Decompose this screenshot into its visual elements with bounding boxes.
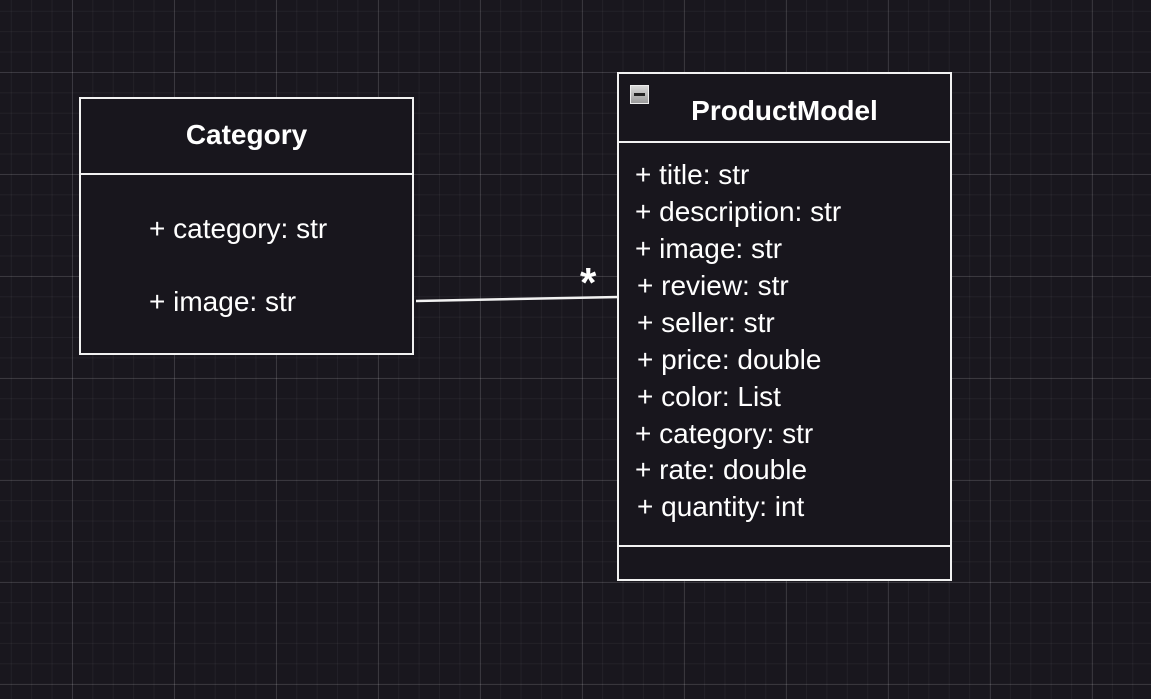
attribute: + description: str (635, 196, 842, 227)
attribute: + rate: double (635, 454, 808, 485)
class-productmodel-name: ProductModel (691, 95, 878, 126)
attribute: + category: str (149, 213, 328, 244)
collapse-icon[interactable] (630, 85, 649, 104)
class-category-name: Category (81, 99, 412, 175)
attribute: + quantity: int (637, 491, 805, 522)
class-productmodel[interactable]: ProductModel + title: str + description:… (617, 72, 952, 581)
association-line[interactable] (415, 295, 620, 303)
class-category-attributes: + category: str + image: str (81, 175, 412, 353)
attribute: + color: List (637, 381, 781, 412)
attribute: + title: str (635, 159, 750, 190)
attribute: + seller: str (637, 307, 775, 338)
multiplicity-label: * (580, 259, 597, 306)
attribute: + price: double (637, 344, 822, 375)
class-productmodel-attributes: + title: str + description: str + image:… (619, 143, 950, 547)
attribute: + image: str (635, 233, 783, 264)
attribute: + review: str (637, 270, 789, 301)
class-productmodel-header: ProductModel (619, 74, 950, 143)
attribute: + category: str (635, 418, 814, 449)
class-category[interactable]: Category + category: str + image: str (79, 97, 414, 355)
attribute: + image: str (149, 286, 297, 317)
class-productmodel-methods (619, 547, 950, 581)
